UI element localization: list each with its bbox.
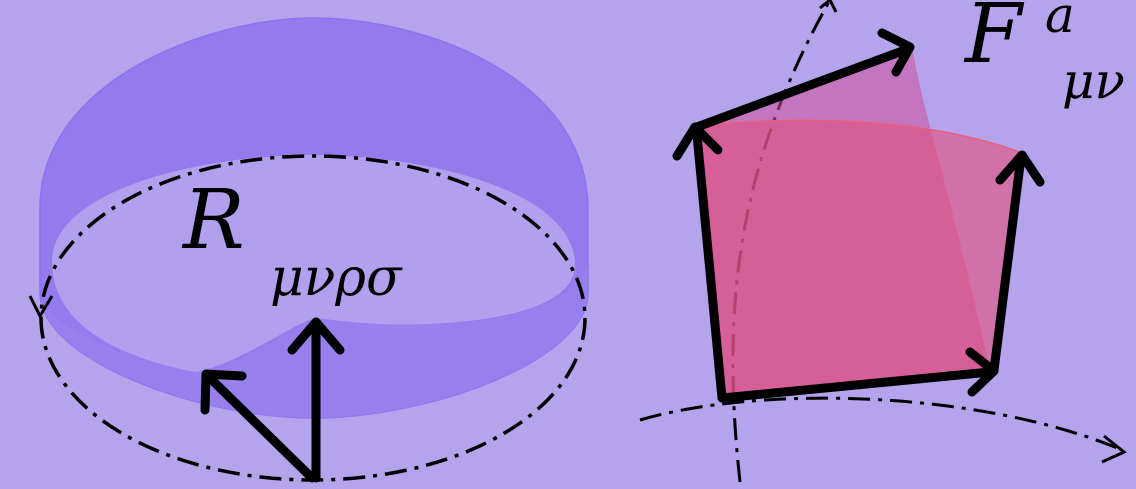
transported-vector-head bbox=[200, 369, 247, 415]
left-figure: R μνρσ bbox=[28, 17, 589, 483]
field-strength-subscript: μν bbox=[1062, 52, 1125, 110]
field-strength-superscript: a bbox=[1045, 0, 1075, 44]
coordinate-curve-horizontal bbox=[639, 396, 1123, 452]
edge-top-head bbox=[877, 28, 915, 77]
right-figure: F a μν bbox=[639, 0, 1127, 483]
edge-bottom bbox=[717, 367, 995, 403]
vertical-vector-head bbox=[287, 317, 345, 355]
coordinate-arrowhead bbox=[1101, 434, 1127, 464]
loop-arrowhead bbox=[28, 295, 54, 320]
field-strength-label: F bbox=[963, 0, 1025, 82]
cylinder-cutout bbox=[52, 155, 575, 372]
curvature-label: R bbox=[181, 173, 245, 268]
coordinate-curve-vertical bbox=[731, 0, 832, 483]
edge-left bbox=[692, 130, 727, 403]
edge-top bbox=[692, 45, 910, 132]
transported-vector bbox=[207, 375, 317, 483]
edge-right bbox=[989, 160, 1025, 375]
edge-right-head bbox=[995, 150, 1045, 187]
coordinate-arrowhead-top bbox=[819, 0, 838, 13]
curvature-subscript: μνρσ bbox=[270, 248, 403, 308]
